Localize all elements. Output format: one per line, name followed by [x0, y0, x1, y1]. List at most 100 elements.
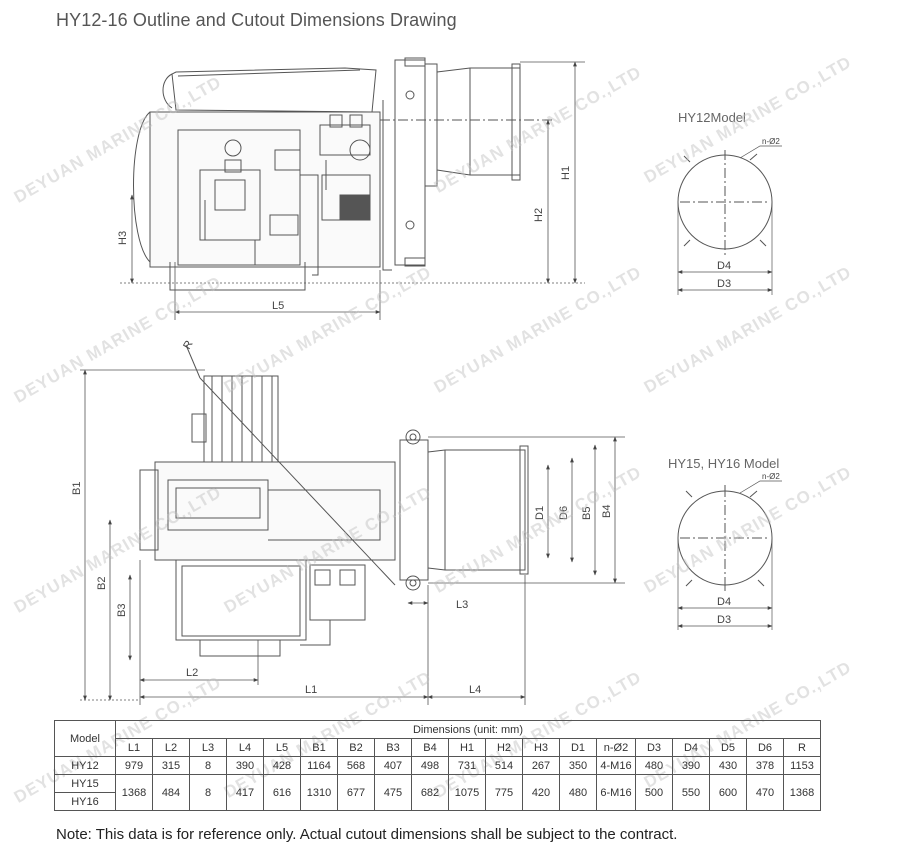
table-column-header: D5: [709, 738, 747, 757]
dim-l2: L2: [186, 667, 198, 679]
table-cell: 480: [559, 774, 597, 811]
table-cell: 1075: [448, 774, 486, 811]
dim-l1: L1: [305, 684, 317, 696]
dim-b5: B5: [581, 507, 593, 520]
dim-b3: B3: [116, 604, 128, 617]
table-cell: 8: [189, 756, 227, 775]
dim-h2: H2: [533, 208, 545, 222]
cutout-hy16-caption-bold: HY16: [707, 456, 741, 471]
table-column-header: L5: [263, 738, 301, 757]
table-column-header: D6: [746, 738, 784, 757]
cutout-hy12-d3: D3: [717, 278, 731, 290]
cutout-hy15-bolt: n-Ø2: [762, 472, 780, 481]
table-column-header: D4: [672, 738, 710, 757]
footnote: Note: This data is for reference only. A…: [56, 826, 678, 843]
table-column-header: B2: [337, 738, 375, 757]
table-column-header: R: [783, 738, 821, 757]
table-model-header: Model: [54, 720, 116, 757]
table-row-model: HY16: [54, 792, 116, 811]
cutout-hy15-d4: D4: [717, 596, 731, 608]
table-column-header: L4: [226, 738, 264, 757]
table-cell: 475: [374, 774, 412, 811]
table-cell: 420: [522, 774, 560, 811]
table-column-header: B4: [411, 738, 449, 757]
table-cell: 390: [672, 756, 710, 775]
dim-b2: B2: [96, 577, 108, 590]
table-cell: 514: [485, 756, 523, 775]
side-view-dimensions: [120, 61, 585, 320]
table-cell: 350: [559, 756, 597, 775]
table-column-header: L2: [152, 738, 190, 757]
table-cell: 1153: [783, 756, 821, 775]
table-cell: 775: [485, 774, 523, 811]
table-cell: 731: [448, 756, 486, 775]
technical-drawing: H1 H2 H3 L5: [71, 57, 782, 705]
table-cell: 315: [152, 756, 190, 775]
table-column-header: n-Ø2: [596, 738, 636, 757]
cutout-hy12: [677, 145, 782, 295]
table-cell: 378: [746, 756, 784, 775]
table-cell: 979: [115, 756, 153, 775]
table-row: HY16: [54, 792, 821, 811]
table-cell: 484: [152, 774, 190, 811]
table-column-header: L3: [189, 738, 227, 757]
table-cell: 480: [635, 756, 673, 775]
cutout-hy15-16-caption: HY15, HY16 Model: [668, 456, 779, 471]
table-column-header: H2: [485, 738, 523, 757]
table-cell: 550: [672, 774, 710, 811]
page-title: HY12-16 Outline and Cutout Dimensions Dr…: [56, 10, 457, 30]
table-cell: 4-M16: [596, 756, 636, 775]
table-row-model: HY12: [54, 756, 116, 775]
table-cell: 407: [374, 756, 412, 775]
cutout-hy15-d3: D3: [717, 614, 731, 626]
dim-l4: L4: [469, 684, 481, 696]
dim-r: R: [181, 339, 195, 352]
top-view-dimensions: [80, 369, 625, 705]
cutout-hy12-d4: D4: [717, 260, 731, 272]
dim-b1: B1: [71, 482, 83, 495]
cutout-hy15-caption-part1: HY15,: [668, 456, 708, 471]
dim-d1: D1: [534, 506, 546, 520]
table-cell: 568: [337, 756, 375, 775]
dim-h3: H3: [117, 231, 129, 245]
table-cell: 600: [709, 774, 747, 811]
table-cell: 1368: [783, 774, 821, 811]
table-column-header: B1: [300, 738, 338, 757]
table-cell: 677: [337, 774, 375, 811]
dim-d6: D6: [558, 506, 570, 520]
table-row-model: HY15: [54, 774, 116, 793]
table-cell: 390: [226, 756, 264, 775]
table-cell: 616: [263, 774, 301, 811]
cutout-hy12-bolt: n-Ø2: [762, 137, 780, 146]
table-cell: 470: [746, 774, 784, 811]
cutout-hy15-16: [677, 480, 782, 630]
cutout-hy15-caption-part2: Model: [740, 456, 780, 471]
table-column-header: H1: [448, 738, 486, 757]
cutout-hy12-caption: HY12Model: [678, 110, 746, 125]
table-cell: 430: [709, 756, 747, 775]
top-view: [139, 344, 529, 657]
table-cell: 1164: [300, 756, 338, 775]
table-column-header: D3: [635, 738, 673, 757]
table-cell: 6-M16: [596, 774, 636, 811]
dim-h1: H1: [560, 166, 572, 180]
table-column-header: D1: [559, 738, 597, 757]
dim-l5: L5: [272, 300, 284, 312]
table-cell: 1310: [300, 774, 338, 811]
table-cell: 498: [411, 756, 449, 775]
table-cell: 428: [263, 756, 301, 775]
table-cell: 682: [411, 774, 449, 811]
table-column-header: H3: [522, 738, 560, 757]
side-view: [133, 57, 552, 291]
dim-b4: B4: [601, 505, 613, 518]
table-group-header: Dimensions (unit: mm): [115, 720, 821, 739]
table-cell: 500: [635, 774, 673, 811]
table-cell: 1368: [115, 774, 153, 811]
dim-l3: L3: [456, 599, 468, 611]
table-column-header: L1: [115, 738, 153, 757]
table-cell: 267: [522, 756, 560, 775]
